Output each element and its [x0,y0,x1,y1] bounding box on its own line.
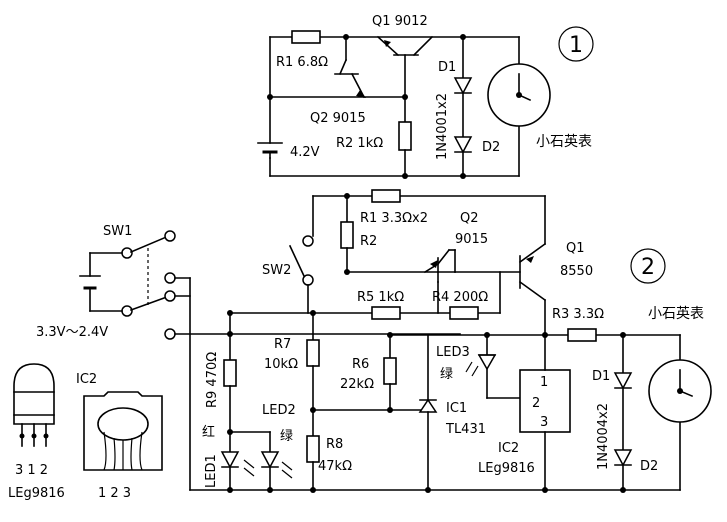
c2-ic2-pin3: 3 [540,415,548,430]
c2-r9-label: R9 470Ω [205,352,220,408]
c1-r1-resistor [291,30,321,44]
c2-r2-label: R2 [360,234,377,249]
c2-r4-resistor [449,306,479,320]
ic2-package-pins: 1 2 3 [98,486,131,501]
c2-led2-color: 绿 [280,429,293,444]
c2-r6-label: R6 [352,357,369,372]
c2-ic2-part-label: LEg9816 [478,461,535,476]
circuit-1: 1 Q1 9012 R1 6.8Ω Q2 9015 4.2V R2 1kΩ D1… [257,14,594,179]
c1-q2-transistor [269,36,406,99]
c2-r6-value: 22kΩ [340,377,374,392]
c1-d1-label: D1 [438,60,456,75]
c2-r4-label: R4 200Ω [432,290,488,305]
c2-ic2-pin2: 2 [532,396,540,411]
c2-r3-resistor [567,328,597,342]
c1-diode-part-label: 1N4001x2 [435,93,450,160]
c2-r7-resistor [306,339,320,367]
c2-r8-label: R8 [326,437,343,452]
c1-d2-diode [453,136,473,154]
c1-battery-label: 4.2V [290,145,320,160]
c1-q1-transistor [376,35,434,123]
c2-led3-color: 绿 [440,367,453,382]
left-package-pins: 3 1 2 [15,463,48,478]
package-drawings: 3 1 2 LEg9816 IC2 1 2 3 [8,363,163,501]
c2-r8-value: 47kΩ [318,459,352,474]
c2-r3-label: R3 3.3Ω [552,307,604,322]
c2-r1-label: R1 3.3Ωx2 [360,211,428,226]
c2-ic1-part-label: TL431 [445,422,486,437]
circuit-2: 2 SW1 SW2 3.3V～2.4V R1 3.3Ωx2 R2 Q2 9015… [36,189,712,493]
c2-meter-label: 小石英表 [648,305,704,322]
c2-ic2-label: IC2 [498,441,519,456]
c1-number: 1 [569,33,583,58]
ic2-package-title: IC2 [76,372,97,387]
leg9816-package-icon [13,363,55,447]
battery-4v2 [257,142,283,159]
c2-led1 [220,451,240,491]
c2-q1-part-label: 8550 [560,264,593,279]
c2-ic1-tl431 [418,334,438,491]
c2-r5-resistor [371,306,401,320]
c1-r2-resistor [398,121,412,151]
c2-number-circle [630,248,666,284]
c2-q2-part-label: 9015 [455,232,488,247]
c1-number-circle [558,26,594,62]
c2-led2-label: LED2 [262,403,296,418]
c1-q2-label: Q2 9015 [310,111,366,126]
c2-d2-diode [613,449,633,467]
c2-r5-label: R5 1kΩ [357,290,404,305]
c1-r1-label: R1 6.8Ω [276,55,328,70]
sw1-switch[interactable] [121,230,176,340]
c2-sw2-label: SW2 [262,263,291,278]
c1-d1-diode [453,77,473,95]
c1-r2-label: R2 1kΩ [336,136,383,151]
sw2-switch[interactable] [288,235,314,286]
c2-number: 2 [641,255,655,280]
c2-voltage-label: 3.3V～2.4V [36,325,108,340]
c1-d2-label: D2 [482,140,500,155]
c2-quartz-clock-meter [648,359,712,423]
c2-q2-label: Q2 [460,211,479,226]
c2-q1-label: Q1 [566,241,585,256]
c1-meter-label: 小石英表 [536,133,592,150]
c2-battery [79,275,101,290]
c2-ic1-label: IC1 [446,401,467,416]
c2-led3-label: LED3 [436,345,470,360]
c2-r1-resistor [371,189,401,203]
c2-q2-transistor [423,248,456,314]
ic2-package-icon [83,391,163,471]
c1-quartz-clock-meter [487,63,551,127]
c2-r6-resistor [383,357,397,385]
c2-r9-resistor [223,359,237,387]
c2-q1-transistor [518,195,547,336]
c2-ic2-pin1: 1 [540,375,548,390]
c2-sw1-label: SW1 [103,224,132,239]
c2-r7-value: 10kΩ [264,357,298,372]
c2-d1-label: D1 [592,369,610,384]
left-package-part: LEg9816 [8,486,65,501]
c1-q1-label: Q1 9012 [372,14,428,29]
c2-led3 [465,354,497,377]
c2-led1-color: 红 [202,424,215,440]
c2-d1-diode [613,372,633,390]
c2-d2-label: D2 [640,459,658,474]
c2-diode-part-label: 1N4004x2 [596,403,611,470]
c2-led1-label: LED1 [204,454,219,488]
c2-r7-label: R7 [274,337,291,352]
c2-led2 [243,451,293,491]
c2-r2-resistor [340,221,354,249]
